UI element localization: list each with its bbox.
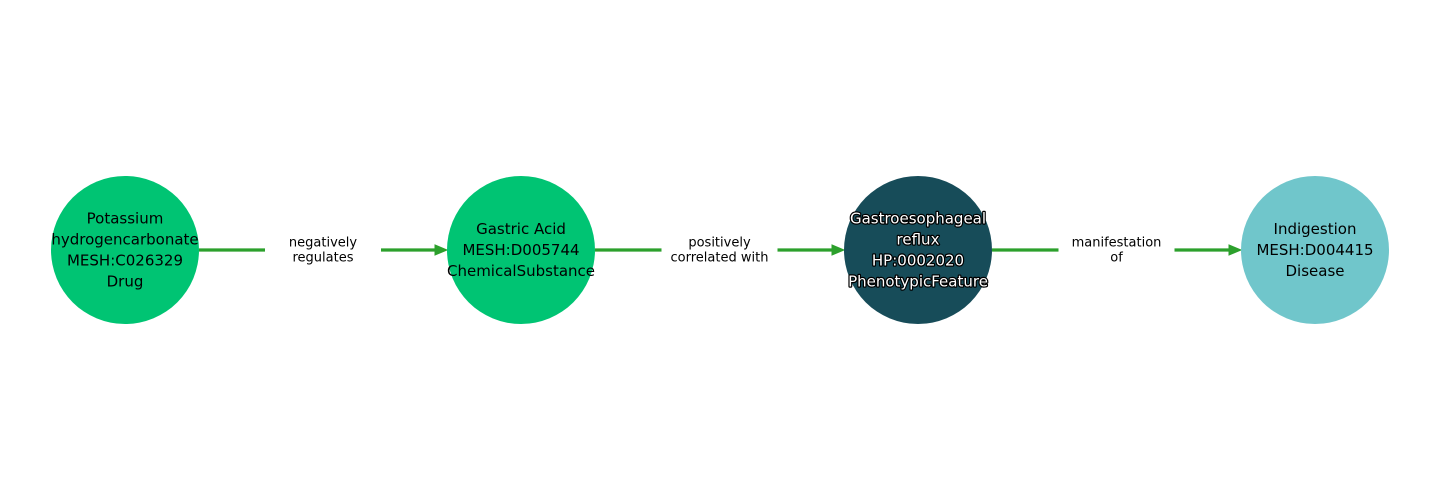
node-label-line: Gastric Acid (476, 220, 566, 238)
node-label-line: ChemicalSubstance (447, 262, 595, 280)
node-circle[interactable] (51, 176, 199, 324)
node-label-line: MESH:D004415 (1256, 241, 1373, 259)
node-label-line: reflux (897, 231, 940, 249)
arrowhead-icon (1228, 244, 1243, 256)
node-label-line: HP:0002020 (872, 252, 964, 270)
edge-label-line: correlated with (671, 251, 769, 266)
arrowhead-icon (434, 244, 449, 256)
node-label-line: Gastroesophageal (850, 210, 986, 228)
edge-label-line: of (1110, 251, 1123, 266)
edge-label-line: positively (688, 236, 751, 251)
edge-label-line: manifestation (1072, 236, 1162, 251)
node-label-line: Potassium (87, 210, 164, 228)
node-circle[interactable] (844, 176, 992, 324)
node-label-line: Drug (107, 273, 144, 291)
node-circle[interactable] (447, 176, 595, 324)
node-label-line: PhenotypicFeature (848, 273, 988, 291)
node-label-line: Disease (1286, 262, 1345, 280)
node-circle[interactable] (1241, 176, 1389, 324)
arrowhead-icon (831, 244, 846, 256)
node-label-line: MESH:C026329 (67, 252, 183, 270)
node-label-line: Indigestion (1274, 220, 1357, 238)
node-label-line: hydrogencarbonate (51, 231, 198, 249)
node-label-line: MESH:D005744 (462, 241, 579, 259)
edge-label-line: negatively (289, 236, 357, 251)
edge-label-line: regulates (293, 251, 354, 266)
